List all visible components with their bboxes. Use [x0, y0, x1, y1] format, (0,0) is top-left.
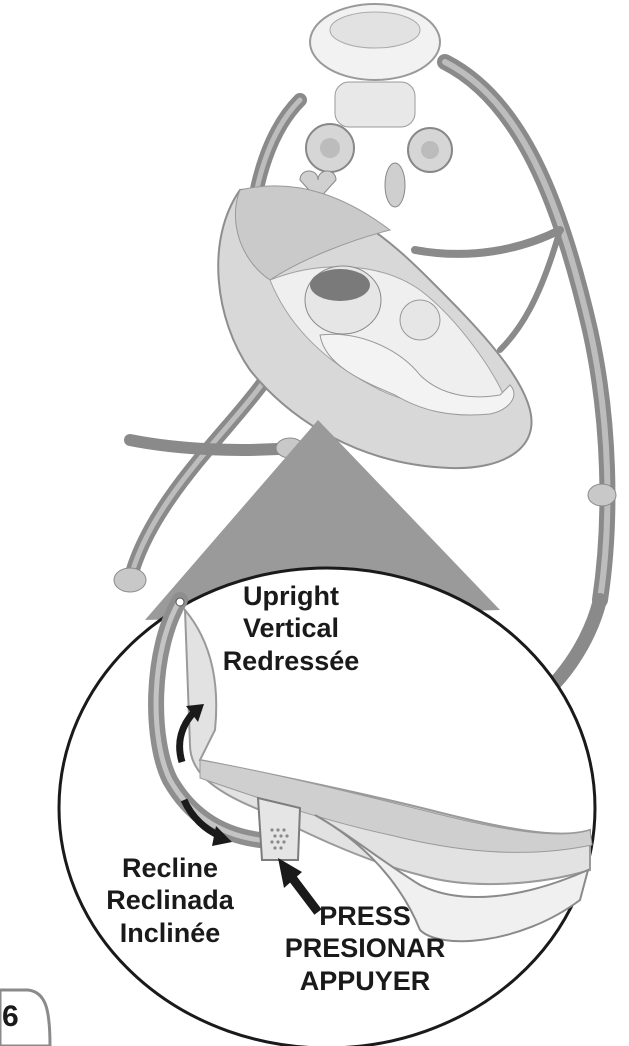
upright-label-fr: Redressée [196, 645, 386, 677]
release-latch [258, 798, 300, 860]
upright-label: Upright Vertical Redressée [196, 580, 386, 677]
upright-label-en: Upright [196, 580, 386, 612]
foot-right [588, 484, 616, 506]
swing-seat [218, 186, 531, 468]
upright-label-es: Vertical [196, 612, 386, 644]
page-number: 6 [2, 1000, 19, 1034]
press-label-es: PRESIONAR [270, 932, 460, 964]
motor-housing [310, 4, 440, 127]
press-label-en: PRESS [270, 900, 460, 932]
press-label-fr: APPUYER [270, 965, 460, 997]
recline-label-en: Recline [90, 852, 250, 884]
press-label: PRESS PRESIONAR APPUYER [270, 900, 460, 997]
recline-label: Recline Reclinada Inclinée [90, 852, 250, 949]
recline-label-es: Reclinada [90, 884, 250, 916]
foot-left [114, 568, 146, 592]
recline-label-fr: Inclinée [90, 917, 250, 949]
